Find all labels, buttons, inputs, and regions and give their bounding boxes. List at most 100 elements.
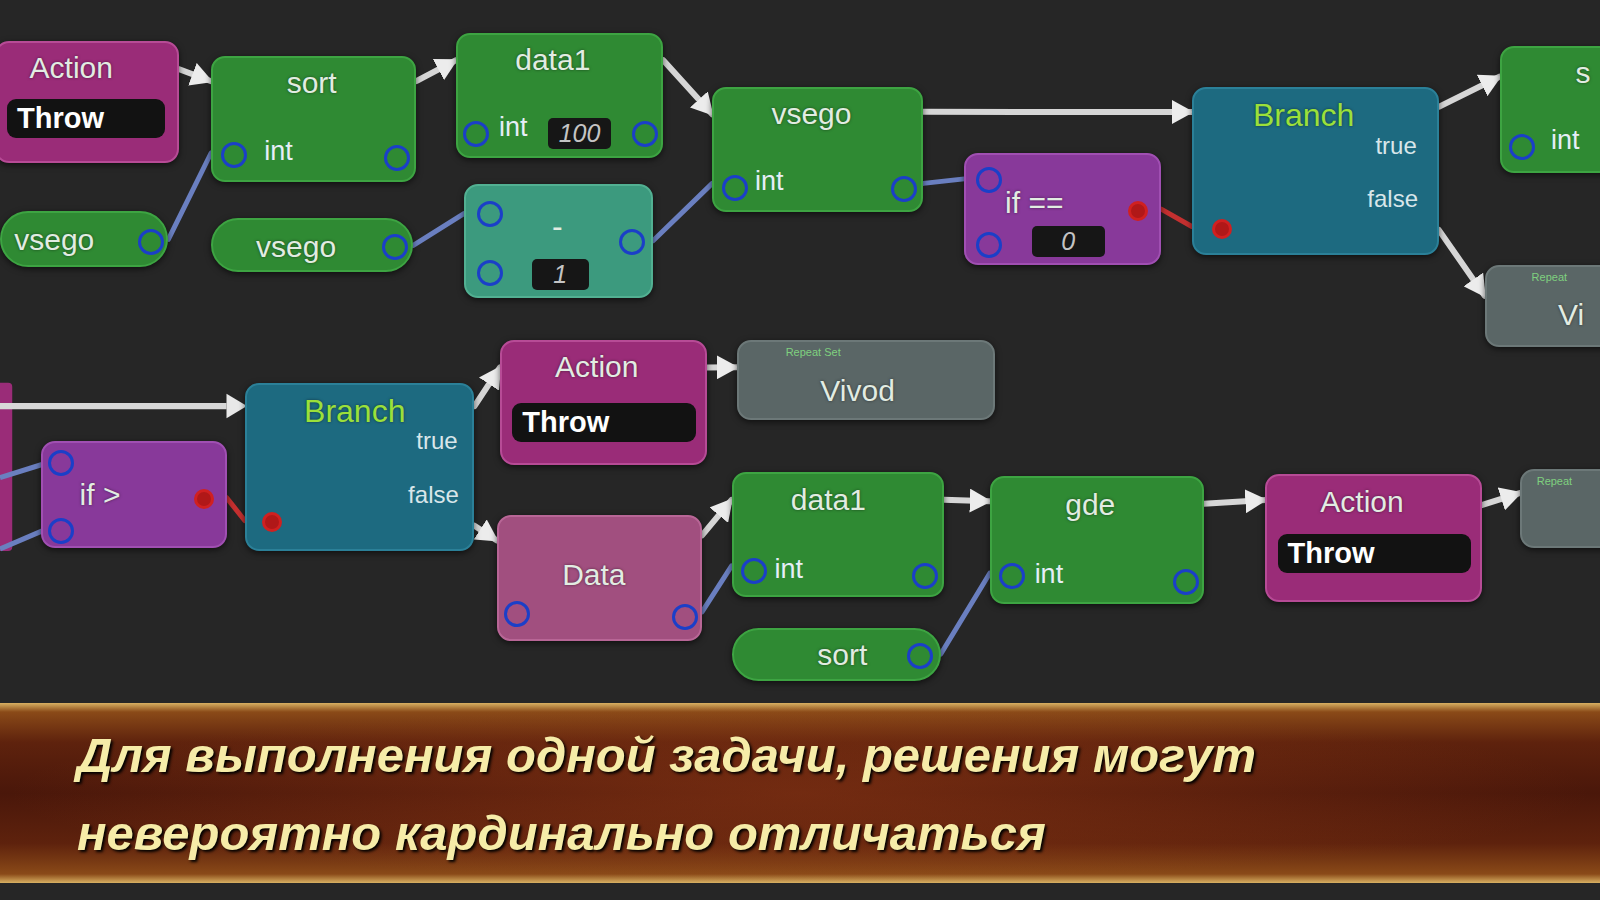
port-label: int: [264, 136, 293, 167]
exec-connector: [944, 500, 990, 501]
data-wire: [0, 531, 43, 549]
branch-title: Branch: [1253, 97, 1354, 134]
data-port: [632, 121, 658, 147]
bool-port: [194, 489, 214, 509]
data-port: [477, 201, 503, 227]
node-box-green: gde int: [990, 476, 1204, 605]
data-port: [504, 601, 530, 627]
exec-connector: [707, 364, 737, 370]
input-value: 100: [548, 118, 611, 149]
data-port: [384, 145, 410, 171]
node-subtitle: Repeat: [1532, 271, 1567, 284]
data-connector: [941, 573, 990, 654]
node-box-gray: Repeat: [1520, 469, 1600, 548]
node-box-green: s int: [1500, 46, 1600, 174]
node-box-green: data1 int: [732, 472, 944, 596]
exec-wire: [0, 403, 227, 409]
port-label: int: [1035, 559, 1064, 590]
node-box-gray: RepeatVi: [1485, 265, 1600, 347]
data-wire: [0, 464, 43, 477]
data-connector: [923, 179, 964, 184]
node-title: sort: [817, 638, 867, 673]
node-title: sort: [287, 66, 337, 101]
node-title: vsego: [14, 223, 94, 258]
bool-port: [1212, 219, 1232, 239]
node-title: Data: [562, 558, 625, 593]
node-title: Vivod: [820, 374, 895, 409]
exec-connector: [474, 526, 496, 541]
branch-output-label: false: [1367, 185, 1418, 213]
exec-connector: [663, 60, 712, 114]
node-box-teal: -1: [464, 184, 653, 298]
action-dropdown: Throw: [7, 99, 165, 138]
node-box-purple: if ==0: [964, 153, 1161, 265]
data-port: [907, 643, 933, 669]
node-title: data1: [515, 43, 590, 78]
node-box-pill: vsego: [211, 218, 413, 272]
exec-connector: [702, 500, 732, 536]
node-title: Action: [555, 350, 638, 385]
bool-port: [1128, 201, 1148, 221]
data-port: [48, 518, 74, 544]
node-title: Action: [30, 51, 113, 86]
node-title: Vi: [1558, 298, 1584, 333]
node-box-purple: if >: [41, 441, 227, 548]
node-title: s: [1575, 56, 1590, 91]
data-connector: [1161, 209, 1192, 226]
bool-port: [262, 512, 282, 532]
data-port: [1173, 569, 1199, 595]
data-port: [722, 175, 748, 201]
exec-connector: [474, 367, 500, 406]
node-box-action: ActionThrow: [500, 340, 707, 466]
data-connector: [413, 213, 464, 245]
data-connector: [227, 498, 245, 521]
exec-connector: [1482, 493, 1521, 505]
node-box-pill: vsego: [0, 211, 168, 267]
node-box-action: ActionThrow: [0, 41, 179, 163]
node-box-blue: Branch true false: [245, 383, 475, 551]
data-port: [891, 176, 917, 202]
node-box-green: data1 int 100: [456, 33, 663, 158]
node-box-gray: Repeat SetVivod: [737, 340, 995, 421]
node-box-pill: sort: [732, 628, 941, 681]
exec-arrowhead: [227, 394, 247, 418]
input-value: 0: [1032, 226, 1105, 257]
caption-text: Для выполнения одной задачи, решения мог…: [77, 716, 1557, 872]
exec-connector: [416, 60, 456, 81]
branch-output-label: true: [416, 427, 457, 455]
input-value: 1: [532, 259, 589, 290]
data-port: [976, 232, 1002, 258]
data-port: [477, 260, 503, 286]
operator-label: -: [552, 208, 563, 245]
data-port: [138, 229, 164, 255]
node-title: if >: [80, 478, 121, 513]
node-box-green: vsego int: [712, 87, 923, 213]
node-box-action: ActionThrow: [1265, 474, 1481, 602]
data-port: [912, 563, 938, 589]
branch-output-label: false: [408, 481, 459, 509]
node-title: gde: [1065, 488, 1115, 523]
node-box-pink: Data: [497, 515, 702, 641]
action-dropdown: Throw: [1278, 534, 1472, 573]
data-port: [741, 558, 767, 584]
node-title: data1: [791, 483, 866, 518]
data-port: [463, 121, 489, 147]
exec-connector: [179, 69, 212, 81]
data-port: [619, 229, 645, 255]
node-title: Action: [1320, 485, 1403, 520]
branch-output-label: true: [1375, 132, 1416, 160]
node-title: vsego: [771, 97, 851, 132]
data-connector: [653, 183, 712, 240]
branch-title: Branch: [304, 393, 405, 430]
data-port: [382, 234, 408, 260]
port-label: int: [774, 554, 803, 585]
port-label: int: [1551, 125, 1580, 156]
port-label: int: [755, 166, 784, 197]
data-port: [48, 450, 74, 476]
node-box-green: sort int: [211, 56, 416, 182]
exec-connector: [1439, 230, 1485, 296]
node-title: vsego: [256, 230, 336, 265]
data-connector: [168, 153, 211, 240]
data-port: [976, 167, 1002, 193]
port-label: int: [499, 112, 528, 143]
